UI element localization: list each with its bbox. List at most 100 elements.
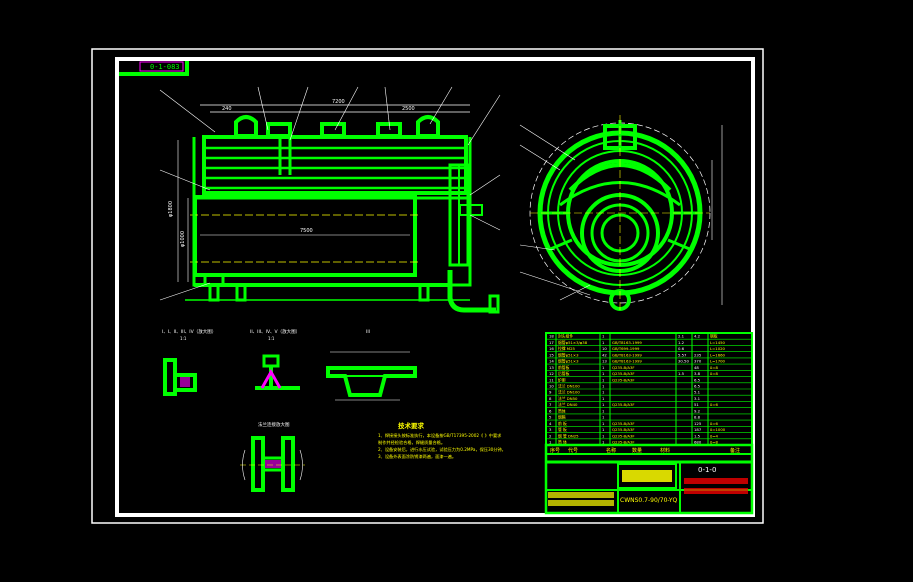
bom-cell-no: 5 <box>549 415 552 420</box>
bom-cell-c3: δ=8 <box>710 440 719 445</box>
bom-cell-spec: Q235-B/A3F <box>612 421 635 426</box>
bom-cell-c3: L=1660 <box>710 352 726 357</box>
bom-cell-c2: 187 <box>694 427 702 432</box>
bom-cell-name: 筒 体 <box>558 440 567 445</box>
bom-cell-c2: 8.8 <box>694 415 701 420</box>
bom-cell-c3: L=1020 <box>710 346 726 351</box>
detail-2-scale: 1:1 <box>268 336 275 341</box>
bom-cell-c2: 3.1 <box>694 396 701 401</box>
detail-2-title: II、III、IV、V（放大图） <box>250 328 300 335</box>
bom-cell-no: 18 <box>549 334 554 339</box>
bom-cell-name: 前管板 <box>558 365 570 370</box>
bom-cell-c2: 4.2 <box>694 334 701 339</box>
bom-cell-name: 炉胆 <box>558 377 566 382</box>
bom-cell-c2: 370 <box>694 359 702 364</box>
bom-cell-c2: 6.5 <box>694 384 701 389</box>
svg-text:φ1800: φ1800 <box>168 201 174 217</box>
detail-1-scale: 1:1 <box>180 336 187 341</box>
title-header-col: 数量 <box>632 447 642 454</box>
bom-cell-c3: L=1450 <box>710 340 726 345</box>
bom-cell-spec: GB/T8163-1999 <box>612 352 642 357</box>
title-header-col: 名称 <box>606 447 616 454</box>
detail-view-flange: 法兰连接放大图 <box>240 421 305 492</box>
bom-cell-spec: Q235-B/A3F <box>612 402 635 407</box>
bom-cell-name: 烟管φ51×3 <box>558 359 579 364</box>
bom-cell-name: 法兰 DN40 <box>558 402 578 407</box>
title-header-col: 代号 <box>568 447 578 454</box>
bom-cell-qty: 1 <box>602 377 605 382</box>
bom-cell-c2: 5.1 <box>694 390 701 395</box>
bom-cell-c2: 48 <box>694 365 699 370</box>
bom-cell-name: 后管板 <box>558 371 570 376</box>
bom-cell-c1: 2.1 <box>678 334 685 339</box>
bom-cell-name: 法兰 DN100 <box>558 384 580 389</box>
bom-cell-c3: δ=8 <box>710 365 719 370</box>
bom-cell-spec: GB/T699-1999 <box>612 346 640 351</box>
bom-cell-c1: 0.6 <box>678 346 685 351</box>
bom-cell-no: 14 <box>549 359 554 364</box>
detail-flange-title: 法兰连接放大图 <box>258 421 290 428</box>
tech-req-line-4: 3、设备外表面涂防锈漆两遍，面漆一遍。 <box>378 453 456 460</box>
bom-cell-c1: 5.57 <box>678 352 687 357</box>
title-header-col: 备注 <box>730 447 740 454</box>
bom-cell-spec: GB/T8163-1999 <box>612 340 642 345</box>
detail-view-2: II、III、IV、V（放大图） 1:1 <box>250 328 300 390</box>
outer-frame <box>91 48 764 524</box>
bom-cell-no: 2 <box>549 433 552 438</box>
title-header-col: 材料 <box>660 447 670 454</box>
bom-cell-c3: δ=6 <box>710 402 719 407</box>
bom-cell-c2: 1.5 <box>694 433 701 438</box>
inner-frame <box>115 57 755 517</box>
bom-cell-no: 6 <box>549 408 552 413</box>
bom-cell-c3: δ=6 <box>710 421 719 426</box>
bom-cell-c3: δ=4 <box>710 433 719 438</box>
bom-cell-spec: Q235-B/A3F <box>612 440 635 445</box>
bom-cell-name: 前 板 <box>558 421 567 426</box>
bom-cell-qty: 1 <box>602 365 605 370</box>
tech-requirements: 技术要求 1、焊接接头按标准执行，本设备按GB/T17395-2002《 》中要… <box>378 421 506 460</box>
bom-cell-name: 烟 管 DN25 <box>558 433 579 438</box>
boiler-front-view: 7200 240 2500 7500 <box>159 86 501 314</box>
bom-cell-no: 13 <box>549 365 554 370</box>
bom-cell-name: 烟管φ51×3 <box>558 352 579 357</box>
title-block: 序号代号名称数量材料备注 CWNS0.7-90/70-YQ 0-1-0 <box>544 443 754 515</box>
bom-cell-c1: 30.50 <box>678 359 689 364</box>
detail-1-title: I、I、II、III、IV（放大图） <box>162 328 216 335</box>
bom-cell-c3: δ=8 <box>710 371 719 376</box>
bom-cell-qty: 1 <box>602 421 605 426</box>
bom-cell-name: 烟箱 <box>558 415 566 420</box>
bom-cell-c1: 1.5 <box>678 371 685 376</box>
bom-cell-qty: 42 <box>602 352 607 357</box>
dim-furnace-length: 7500 <box>300 228 313 234</box>
bom-cell-c1: 1.2 <box>678 340 685 345</box>
bom-cell-spec: GB/T8163-1999 <box>612 359 642 364</box>
bom-cell-no: 1 <box>549 440 552 445</box>
bom-cell-name: 筒体 <box>558 408 566 413</box>
title-drawing-code: 0-1-0 <box>698 466 716 474</box>
title-part-code: CWNS0.7-90/70-YQ <box>620 497 678 504</box>
bom-cell-c2: 680 <box>694 440 702 445</box>
bom-cell-no: 9 <box>549 390 552 395</box>
tech-req-line-1: 1、焊接接头按标准执行，本设备按GB/T17395-2002《 》中要求 <box>378 432 502 439</box>
tech-req-title: 技术要求 <box>398 421 425 430</box>
bom-cell-qty: 1 <box>602 440 605 445</box>
bom-cell-c3: 钢板 <box>710 334 718 339</box>
bom-cell-qty: 1 <box>602 340 605 345</box>
bom-cell-qty: 1 <box>602 415 605 420</box>
bom-cell-qty: 1 <box>602 334 605 339</box>
bom-cell-c2: 3.8 <box>694 371 701 376</box>
bom-cell-c3: δ=1000 <box>710 427 726 432</box>
bom-cell-c2: 6.5 <box>694 377 701 382</box>
bom-cell-no: 11 <box>549 377 554 382</box>
bom-cell-no: 4 <box>549 421 552 426</box>
bom-cell-no: 12 <box>549 371 554 376</box>
svg-text:φ1000: φ1000 <box>180 231 186 247</box>
bom-cell-qty: 1 <box>602 390 605 395</box>
dim-top-length: 7200 <box>332 99 345 105</box>
bom-cell-spec: Q235-B/A3F <box>612 365 635 370</box>
bom-cell-qty: 1 <box>602 433 605 438</box>
bom-cell-no: 8 <box>549 396 552 401</box>
bom-cell-spec: Q235-B/A3F <box>612 371 635 376</box>
